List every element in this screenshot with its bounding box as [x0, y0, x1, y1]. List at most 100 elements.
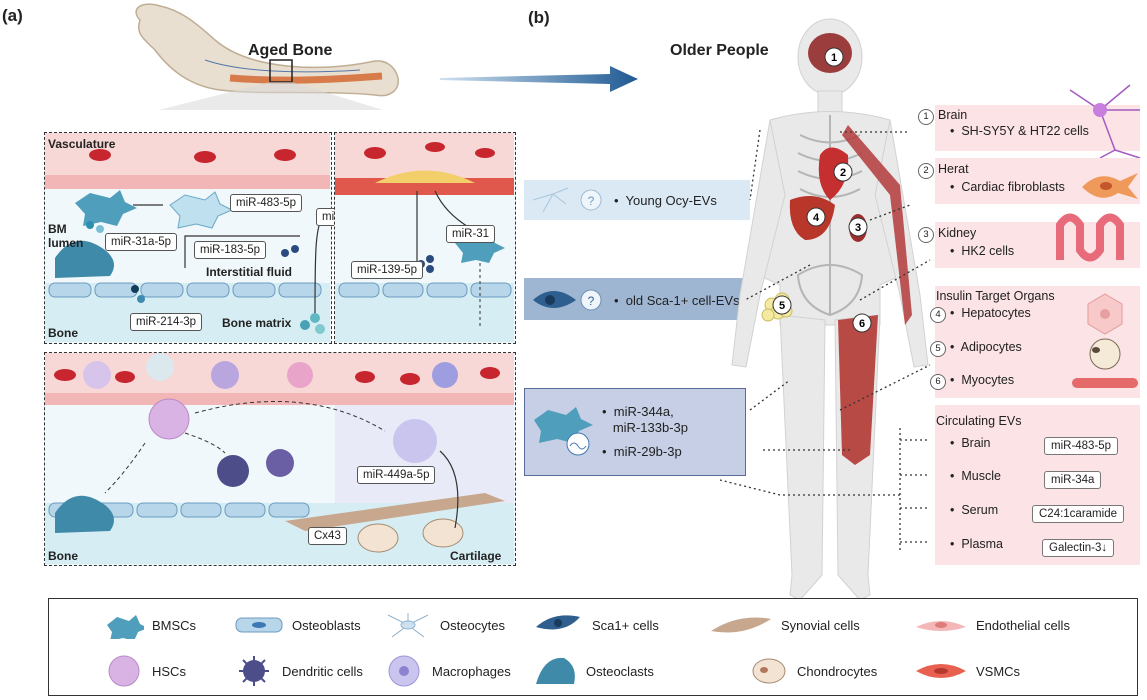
transition-arrow: [440, 66, 638, 92]
circ-brain-source: Brain: [961, 436, 991, 450]
vasculature-label: Vasculature: [48, 137, 116, 151]
legend-osteocytes-label: Osteocytes: [440, 617, 506, 633]
legend-macrophages: Macrophages: [384, 654, 511, 688]
panel-b-label: (b): [528, 8, 550, 27]
old-sca1-evs-label: old Sca-1+ cell-EVs: [625, 293, 740, 308]
mirna-183-5p: miR-183-5p: [194, 241, 267, 259]
adipocytes-row: 5• Adipocytes: [930, 340, 1022, 357]
legend-endothelial-label: Endothelial cells: [976, 617, 1070, 633]
legend-osteoclasts: Osteoclasts: [534, 654, 654, 688]
body-number-4: 4: [813, 212, 820, 224]
heart-name: Herat: [938, 162, 969, 176]
body-number-6: 6: [859, 318, 865, 330]
body-number-2: 2: [840, 167, 846, 179]
myocytes-row: 6• Myocytes: [930, 373, 1014, 390]
myocytes-name: Myocytes: [961, 373, 1015, 387]
human-body-figure: 1 2 3 4 5 6: [731, 18, 929, 601]
mir-29b-label: miR-29b-3p: [613, 444, 682, 459]
synovial-icon: [711, 617, 771, 633]
joint-scene: [45, 353, 514, 564]
osteoclast-icon: [536, 657, 575, 684]
body-number-1: 1: [831, 52, 837, 64]
kidney-name: Kidney: [938, 226, 977, 240]
hepatocytes-name: Hepatocytes: [961, 306, 1031, 320]
cell-legend: BMSCs Osteoblasts Osteocytes Sca1+ cells…: [48, 598, 1138, 696]
circulating-panel: [935, 405, 1140, 565]
young-ocy-evs-label: Young Ocy-EVs: [625, 193, 717, 208]
vessel-scene: [335, 133, 514, 342]
osteoblast-icon: [235, 617, 283, 633]
aged-bone-title: Aged Bone: [248, 42, 333, 59]
svg-text:?: ?: [588, 294, 595, 308]
young-ocy-evs-text: • Young Ocy-EVs: [614, 193, 717, 208]
older-people-title: Older People: [670, 42, 769, 59]
legend-osteoblasts: Osteoblasts: [234, 611, 361, 639]
osteocyte-icon: [387, 613, 429, 638]
neuron-icon: [1069, 84, 1141, 159]
adipocytes-number: 5: [930, 341, 946, 357]
kidney-number: 3: [918, 227, 934, 243]
mirna-483-5p: miR-483-5p: [230, 194, 303, 212]
hepatocytes-number: 4: [930, 307, 946, 323]
circ-serum-value: C24:1caramide: [1032, 505, 1124, 523]
legend-endothelial: Endothelial cells: [914, 611, 1070, 639]
legend-vsmcs-label: VSMCs: [976, 663, 1021, 679]
heart-cell: Cardiac fibroblasts: [961, 180, 1065, 194]
sca1-legend-icon: [536, 615, 580, 630]
legend-sca1-label: Sca1+ cells: [592, 617, 659, 633]
legend-osteocytes: Osteocytes: [384, 611, 505, 639]
dendritic-icon: [239, 656, 269, 686]
connector-lines: [719, 129, 931, 550]
legend-vsmcs: VSMCs: [914, 654, 1020, 688]
bmsc-mirna-icon: [534, 407, 593, 456]
brain-number: 1: [918, 109, 934, 125]
mirna-139-5p: miR-139-5p: [351, 261, 424, 279]
hsc-icon: [108, 655, 140, 687]
brain-cell-row: • SH-SY5Y & HT22 cells: [950, 124, 1089, 138]
legend-chondrocytes: Chondrocytes: [749, 654, 877, 688]
bmsc-icon: [107, 615, 144, 639]
legend-synovial-label: Synovial cells: [781, 617, 860, 633]
brain-row: 1 Brain: [918, 108, 967, 125]
macrophage-icon: [388, 655, 420, 687]
endothelial-icon: [916, 621, 966, 631]
body-number-3: 3: [855, 222, 861, 234]
legend-hscs: HSCs: [104, 654, 186, 688]
mir-29b-text: • miR-29b-3p: [602, 444, 682, 459]
panel-a-label: (a): [2, 6, 23, 25]
mirna-31: miR-31: [446, 225, 496, 243]
kidney-cell-row: • HK2 cells: [950, 244, 1015, 258]
insulin-cell-icons: [1072, 293, 1138, 388]
young-osteocyte-icon: ?: [532, 187, 602, 213]
fibroblast-icon: [1082, 173, 1138, 199]
circ-serum-source: Serum: [961, 503, 999, 517]
circ-muscle-value: miR-34a: [1044, 471, 1102, 489]
kidney-cell: HK2 cells: [961, 244, 1015, 258]
legend-osteoblasts-label: Osteoblasts: [292, 617, 361, 633]
circ-plasma-source: Plasma: [961, 537, 1004, 551]
circ-muscle-source: Muscle: [961, 469, 1001, 483]
mirna-31a-5p: miR-31a-5p: [105, 233, 178, 251]
legend-dendritic-label: Dendritic cells: [282, 663, 363, 679]
legend-sca1: Sca1+ cells: [534, 611, 659, 639]
vsmc-icon: [916, 664, 966, 678]
young-ocy-evs-box: [524, 180, 750, 220]
mir-344a-label: miR-344a,: [613, 404, 674, 419]
insulin-title: Insulin Target Organs: [936, 289, 1055, 303]
circulating-title: Circulating EVs: [936, 414, 1022, 428]
legend-macrophages-label: Macrophages: [432, 663, 511, 679]
circ-brain-row: • Brain: [950, 436, 991, 450]
kidney-tubule-icon: [1056, 213, 1124, 262]
body-number-5: 5: [779, 300, 785, 312]
interstitial-fluid-label: Interstitial fluid: [206, 265, 293, 279]
heart-cell-row: • Cardiac fibroblasts: [950, 180, 1065, 194]
cartilage-label: Cartilage: [450, 549, 502, 563]
adipocytes-name: Adipocytes: [960, 340, 1022, 354]
legend-dendritic: Dendritic cells: [234, 654, 363, 688]
brain-name: Brain: [938, 108, 968, 122]
bone-matrix-label: Bone matrix: [222, 316, 292, 330]
chondrocyte-icon: [752, 658, 786, 684]
circ-plasma-row: • Plasma: [950, 537, 1004, 551]
circ-plasma-value: Galectin-3↓: [1042, 539, 1115, 557]
